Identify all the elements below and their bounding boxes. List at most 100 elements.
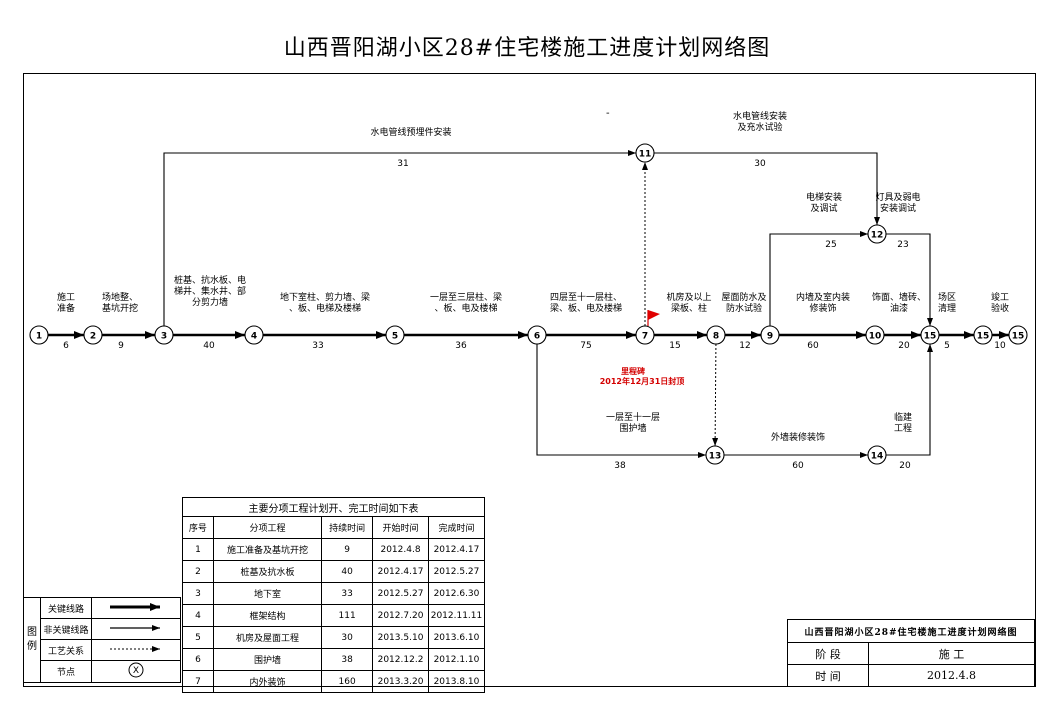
schedule-cell: 9 — [321, 538, 374, 561]
activity-label: 、板、电及楼梯 — [434, 302, 497, 314]
activity-label: 油漆 — [890, 302, 908, 314]
activity-duration: 75 — [580, 341, 591, 351]
activity-duration: 20 — [899, 461, 911, 471]
legend-node-symbol: X — [133, 666, 139, 676]
header-cell: 分项工程 — [212, 516, 323, 539]
schedule-cell: 2012.7.20 — [372, 604, 429, 627]
schedule-cell: 5 — [182, 626, 214, 649]
page-title: 山西晋阳湖小区28#住宅楼施工进度计划网络图 — [283, 36, 771, 61]
node-number: 9 — [767, 332, 773, 342]
schedule-cell: 7 — [182, 670, 214, 693]
schedule-cell: 2012.6.30 — [427, 582, 486, 605]
schedule-cell: 2012.5.27 — [427, 560, 486, 583]
node-number: 15 — [1012, 332, 1025, 342]
legend-normal-swatch — [91, 618, 181, 640]
activity-label: 、板、电梯及楼梯 — [289, 302, 361, 314]
legend-item-name: 关键线路 — [40, 597, 92, 619]
network-node: 2 — [83, 325, 103, 345]
node-number: 5 — [392, 332, 398, 342]
schedule-cell: 2013.5.10 — [372, 626, 429, 649]
schedule-cell: 施工准备及基坑开挖 — [212, 538, 323, 561]
activity-label: 梁、板、电及楼梯 — [550, 302, 622, 314]
activity-label: 饰面、墙砖、 — [872, 291, 926, 303]
schedule-cell: 160 — [321, 670, 374, 693]
activity-label: 安装调试 — [880, 202, 916, 214]
activity-duration: 60 — [807, 341, 819, 351]
activity-duration: 33 — [312, 341, 323, 351]
activity-label: 验收 — [991, 302, 1009, 314]
activity-duration: 38 — [614, 461, 626, 471]
network-node: 9 — [760, 325, 780, 345]
activity-duration: 5 — [944, 341, 950, 351]
legend-table: 图例 关键线路 非关键线路 工艺关系 节点 X — [23, 597, 181, 683]
schedule-cell: 2 — [182, 560, 214, 583]
schedule-table: 主要分项工程计划开、完工时间如下表 序号 分项工程 持续时间 开始时间 完成时间… — [182, 497, 486, 693]
node-number: 15 — [924, 332, 937, 342]
activity-arrow-a6-13 — [536, 344, 706, 458]
node-number: 14 — [871, 452, 884, 462]
activity-label: 外墙装修装饰 — [771, 431, 825, 443]
schedule-cell: 2012.1.10 — [427, 648, 486, 671]
network-node: 1 — [29, 325, 49, 345]
activity-arrow-a12-15 — [886, 233, 933, 326]
schedule-caption: 主要分项工程计划开、完工时间如下表 — [182, 497, 485, 517]
stage-label: 阶 段 — [787, 642, 869, 665]
header-cell: 开始时间 — [372, 516, 429, 539]
schedule-cell: 2013.8.10 — [427, 670, 486, 693]
network-node: 10 — [865, 325, 885, 345]
activity-label: 分剪力墙 — [192, 296, 228, 308]
activity-label: 地下室柱、剪力墙、梁 — [280, 291, 370, 303]
schedule-cell: 40 — [321, 560, 374, 583]
schedule-cell: 6 — [182, 648, 214, 671]
schedule-cell: 2012.11.11 — [427, 604, 486, 627]
activity-label: 一层至十一层 — [606, 411, 660, 423]
legend-label: 图例 — [23, 597, 41, 683]
activity-duration: 31 — [397, 159, 408, 169]
activity-label: 内墙及室内装 — [796, 291, 850, 303]
time-label: 时 间 — [787, 664, 869, 687]
node-number: 6 — [534, 332, 540, 342]
activity-label: 及充水试验 — [737, 121, 782, 133]
milestone-date: 2012年12月31日封顶 — [600, 376, 685, 386]
activity-arrow-a11-12 — [654, 152, 880, 225]
activity-duration: 15 — [669, 341, 680, 351]
activity-label: 工程 — [894, 423, 912, 434]
schedule-cell: 框架结构 — [212, 604, 323, 627]
node-number: 2 — [90, 332, 96, 342]
activity-arrow-a14-15 — [886, 344, 933, 456]
node-number: 11 — [639, 150, 652, 160]
schedule-cell: 3 — [182, 582, 214, 605]
network-node: 15 — [920, 325, 940, 345]
header-cell: 序号 — [182, 516, 214, 539]
diagram-frame — [23, 73, 1036, 687]
network-node: 12 — [867, 224, 887, 244]
activity-duration: 23 — [897, 240, 908, 250]
node-number: 8 — [713, 332, 719, 342]
schedule-cell: 4 — [182, 604, 214, 627]
activity-duration: 6 — [63, 341, 69, 351]
schedule-cell: 2012.5.27 — [372, 582, 429, 605]
title-block-title: 山西晋阳湖小区28#住宅楼施工进度计划网络图 — [787, 619, 1035, 643]
header-cell: 完成时间 — [427, 516, 486, 539]
activity-label: 桩基、抗水板、电 — [174, 274, 246, 286]
stage-value: 施 工 — [868, 642, 1035, 665]
activity-label: 电梯安装 — [806, 191, 842, 203]
legend-item-name: 工艺关系 — [40, 639, 92, 661]
schedule-cell: 2013.6.10 — [427, 626, 486, 649]
activity-duration: 9 — [118, 341, 124, 351]
top-mark: - — [606, 108, 610, 119]
network-node: 14 — [867, 445, 887, 465]
activity-label: 梁板、柱 — [671, 302, 707, 314]
activity-arrow-d8-13 — [712, 343, 719, 447]
activity-duration: 20 — [898, 341, 910, 351]
network-node: 15 — [973, 325, 993, 345]
network-node: 8 — [706, 325, 726, 345]
activity-duration: 12 — [739, 341, 750, 351]
schedule-cell: 围护墙 — [212, 648, 323, 671]
legend-dummy-swatch — [91, 639, 181, 661]
